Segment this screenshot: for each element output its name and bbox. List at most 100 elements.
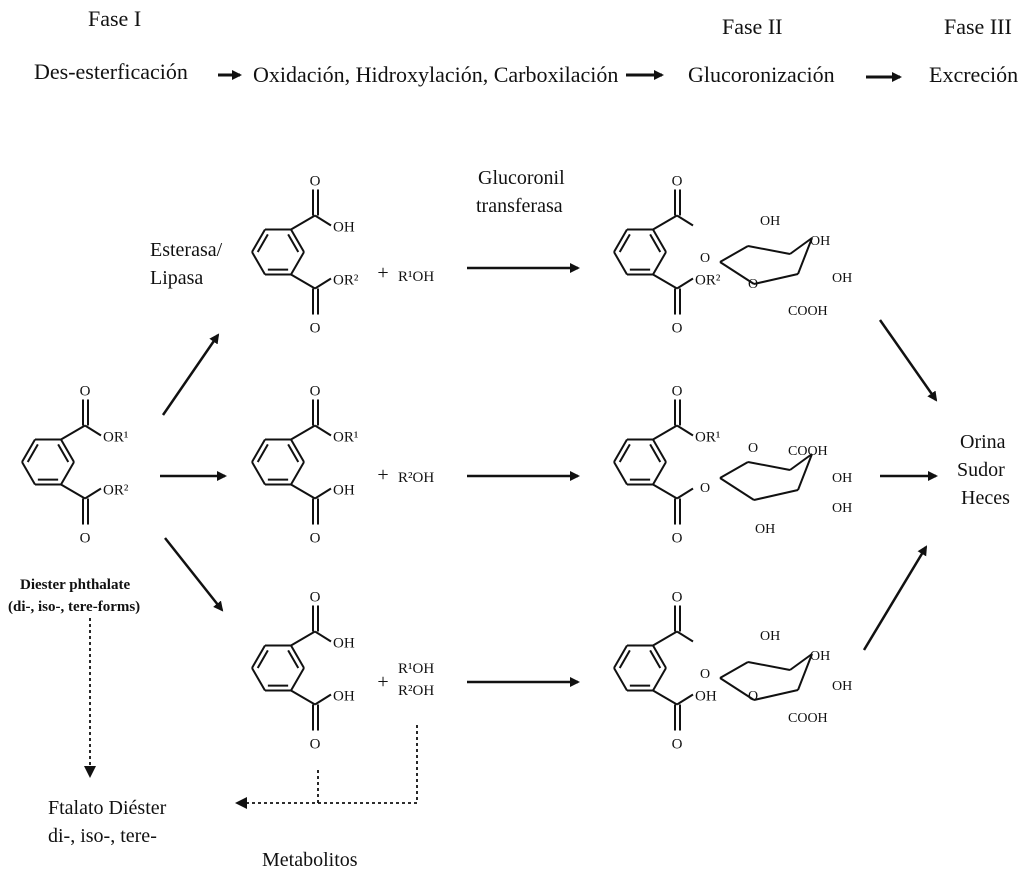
monoester-1-structure: [251, 189, 332, 315]
arrow-icon: [878, 319, 938, 402]
sugar-substituent-label: OH: [760, 629, 780, 644]
bond-line: [251, 461, 266, 486]
bond-line: [60, 438, 75, 463]
phase-1-label: Fase I: [88, 6, 142, 31]
glucuronide-3-sugar: [719, 653, 813, 701]
sugar-substituent-label: O: [748, 441, 758, 456]
oxygen-label: O: [672, 737, 683, 753]
branch-arrows: [160, 263, 938, 687]
bond-line: [251, 644, 266, 669]
bond-line: [789, 653, 813, 671]
substrate-name: Diester phthalate: [20, 577, 131, 593]
bond-line: [652, 438, 667, 463]
sugar-substituent-label: OH: [755, 522, 775, 537]
phase-2-label: Fase II: [722, 14, 783, 39]
bond-line: [719, 477, 755, 501]
bond-line: [753, 273, 799, 285]
arrow-icon: [164, 537, 224, 612]
sugar-substituent-label: O: [700, 251, 710, 266]
excretion-orina: Orina: [960, 431, 1006, 453]
bond-line: [21, 438, 36, 463]
bond-line: [251, 251, 266, 276]
oxygen-label: O: [310, 173, 321, 189]
substituent-label: OR²: [333, 273, 359, 289]
bond-line: [251, 228, 266, 253]
bond-line: [251, 438, 266, 463]
substituent-label: OH: [695, 689, 717, 705]
step-oxidation: Oxidación, Hidroxylación, Carboxilación: [253, 62, 619, 87]
alcohol-label: R¹OH: [398, 661, 434, 677]
sugar-substituent-label: OH: [832, 679, 852, 694]
arrowhead-icon: [235, 797, 247, 809]
bond-line: [290, 644, 305, 669]
alcohol-label: R¹OH: [398, 269, 434, 285]
substituent-label: OR²: [103, 483, 129, 499]
bond-line: [60, 483, 86, 500]
bond-line: [287, 233, 300, 253]
bond-line: [60, 461, 75, 486]
bond-line: [652, 689, 678, 706]
bond-line: [314, 214, 332, 227]
arrowhead-icon: [84, 766, 96, 778]
enzyme-transferasa: transferasa: [476, 195, 563, 217]
bond-line: [314, 693, 332, 706]
bond-line: [613, 438, 628, 463]
oxygen-label: O: [672, 383, 683, 399]
step-glucuronidation: Glucoronización: [688, 62, 835, 87]
bond-line: [747, 461, 791, 471]
bond-line: [676, 693, 694, 706]
bond-line: [613, 228, 628, 253]
dotted-arrow-icon: [245, 725, 418, 804]
bond-line: [676, 630, 694, 643]
metabolitos-label: Metabolitos: [262, 849, 358, 871]
bond-line: [314, 630, 332, 643]
bond-line: [613, 251, 628, 276]
substituent-label: OH: [333, 689, 355, 705]
ftalato-forms-label: di-, iso-, tere-: [48, 825, 157, 847]
substituent-label: OR¹: [695, 429, 720, 445]
bond-line: [290, 228, 305, 253]
bond-line: [652, 461, 667, 486]
substrate-forms: (di-, iso-, tere-forms): [8, 599, 141, 615]
bond-line: [652, 273, 678, 290]
bond-line: [719, 677, 755, 701]
substituent-label: OR¹: [103, 429, 128, 445]
bond-line: [618, 649, 631, 669]
oxygen-label: O: [80, 531, 91, 547]
bond-line: [84, 487, 102, 500]
bond-line: [60, 424, 86, 441]
bond-line: [652, 214, 678, 231]
monoester-2-structure: [251, 399, 332, 525]
substituent-label: OH: [333, 219, 355, 235]
excretion-sudor: Sudor: [957, 459, 1005, 481]
bond-line: [789, 453, 813, 471]
alcohol-label: R²OH: [398, 683, 434, 699]
phthalic-acid-structure: [251, 605, 332, 731]
bond-line: [287, 649, 300, 669]
sugar-substituent-label: OH: [832, 471, 852, 486]
bond-line: [797, 453, 813, 491]
step-excretion: Excreción: [929, 62, 1019, 87]
substituent-label: OR¹: [333, 429, 358, 445]
bond-line: [290, 424, 316, 441]
bond-line: [290, 483, 316, 500]
oxygen-label: O: [672, 589, 683, 605]
sugar-substituent-label: O: [700, 481, 710, 496]
bond-line: [649, 649, 662, 669]
oxygen-label: O: [310, 737, 321, 753]
bond-line: [290, 630, 316, 647]
bond-line: [652, 228, 667, 253]
plus-label: +: [377, 464, 388, 486]
bond-line: [719, 245, 749, 263]
bond-line: [652, 630, 678, 647]
sugar-substituent-label: OH: [810, 649, 830, 664]
bond-line: [290, 667, 305, 692]
dotted-arrows: [89, 618, 418, 804]
oxygen-label: O: [310, 531, 321, 547]
ftalato-diester-label: Ftalato Diéster: [48, 797, 167, 819]
bond-line: [26, 443, 39, 463]
sugar-substituent-label: O: [748, 689, 758, 704]
oxygen-label: O: [672, 531, 683, 547]
plus-label: +: [377, 671, 388, 693]
